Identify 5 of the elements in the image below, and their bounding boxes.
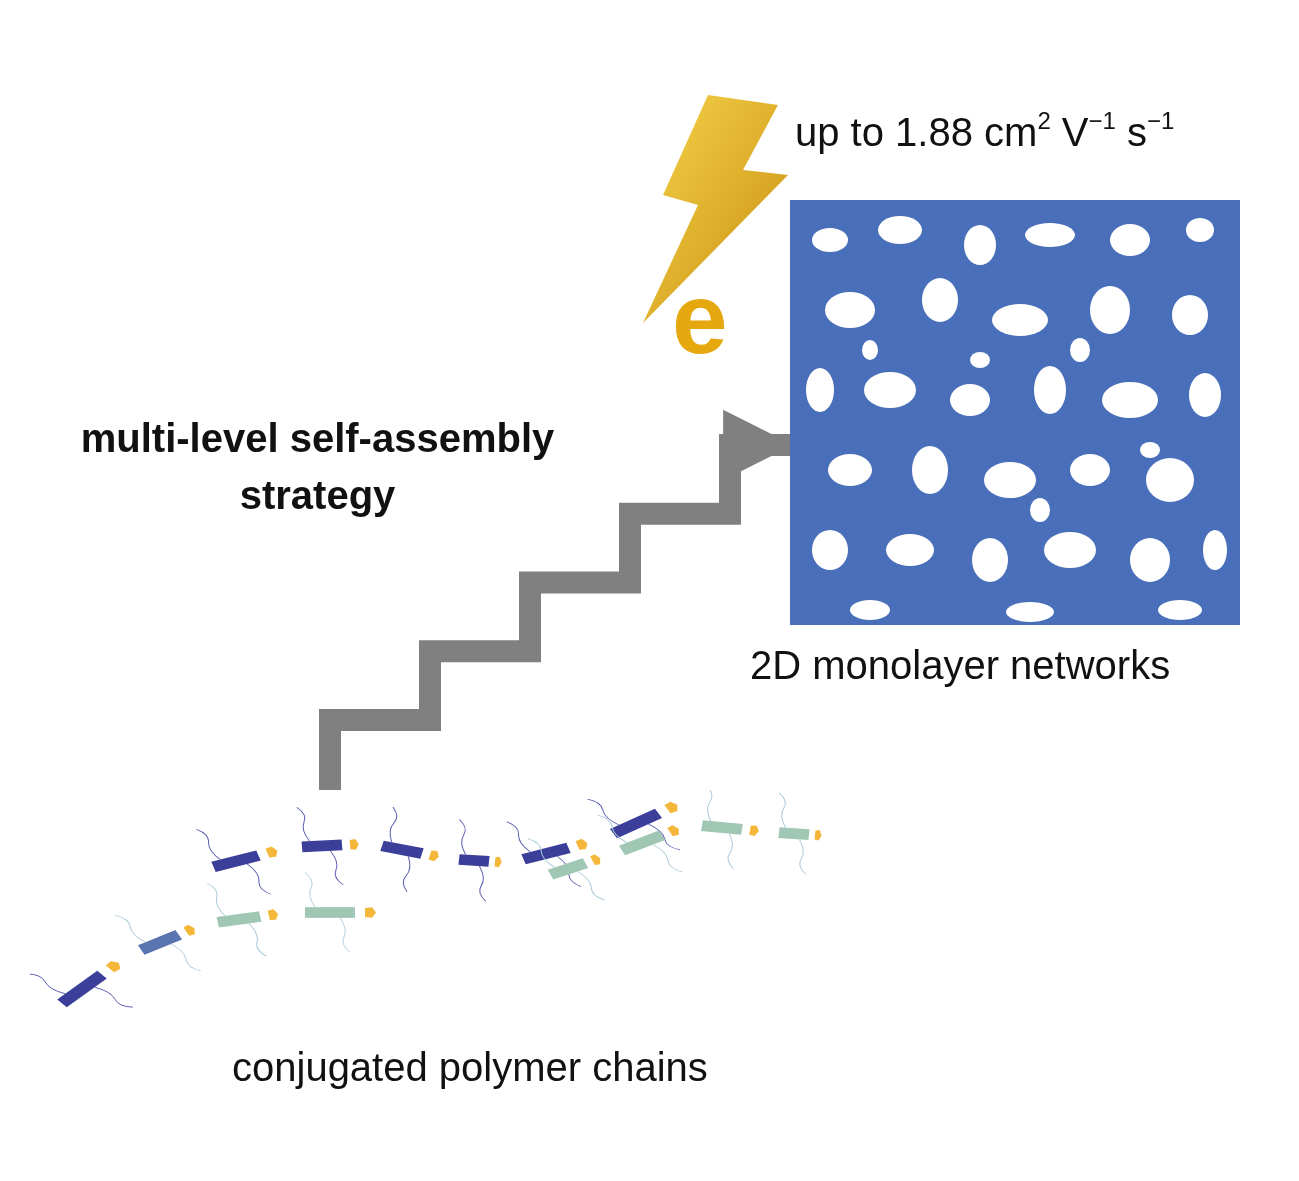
- electron-symbol: e: [672, 268, 728, 368]
- edge-label: multi-level self-assembly strategy: [79, 415, 556, 519]
- mobility-value: up to 1.88 cm$^{2}$ V$^{−1}$ s$^{−1}$: [795, 110, 1175, 155]
- node-label: conjugated polymer chains: [232, 1045, 708, 1090]
- node-label: 2D monolayer networks: [750, 643, 1171, 688]
